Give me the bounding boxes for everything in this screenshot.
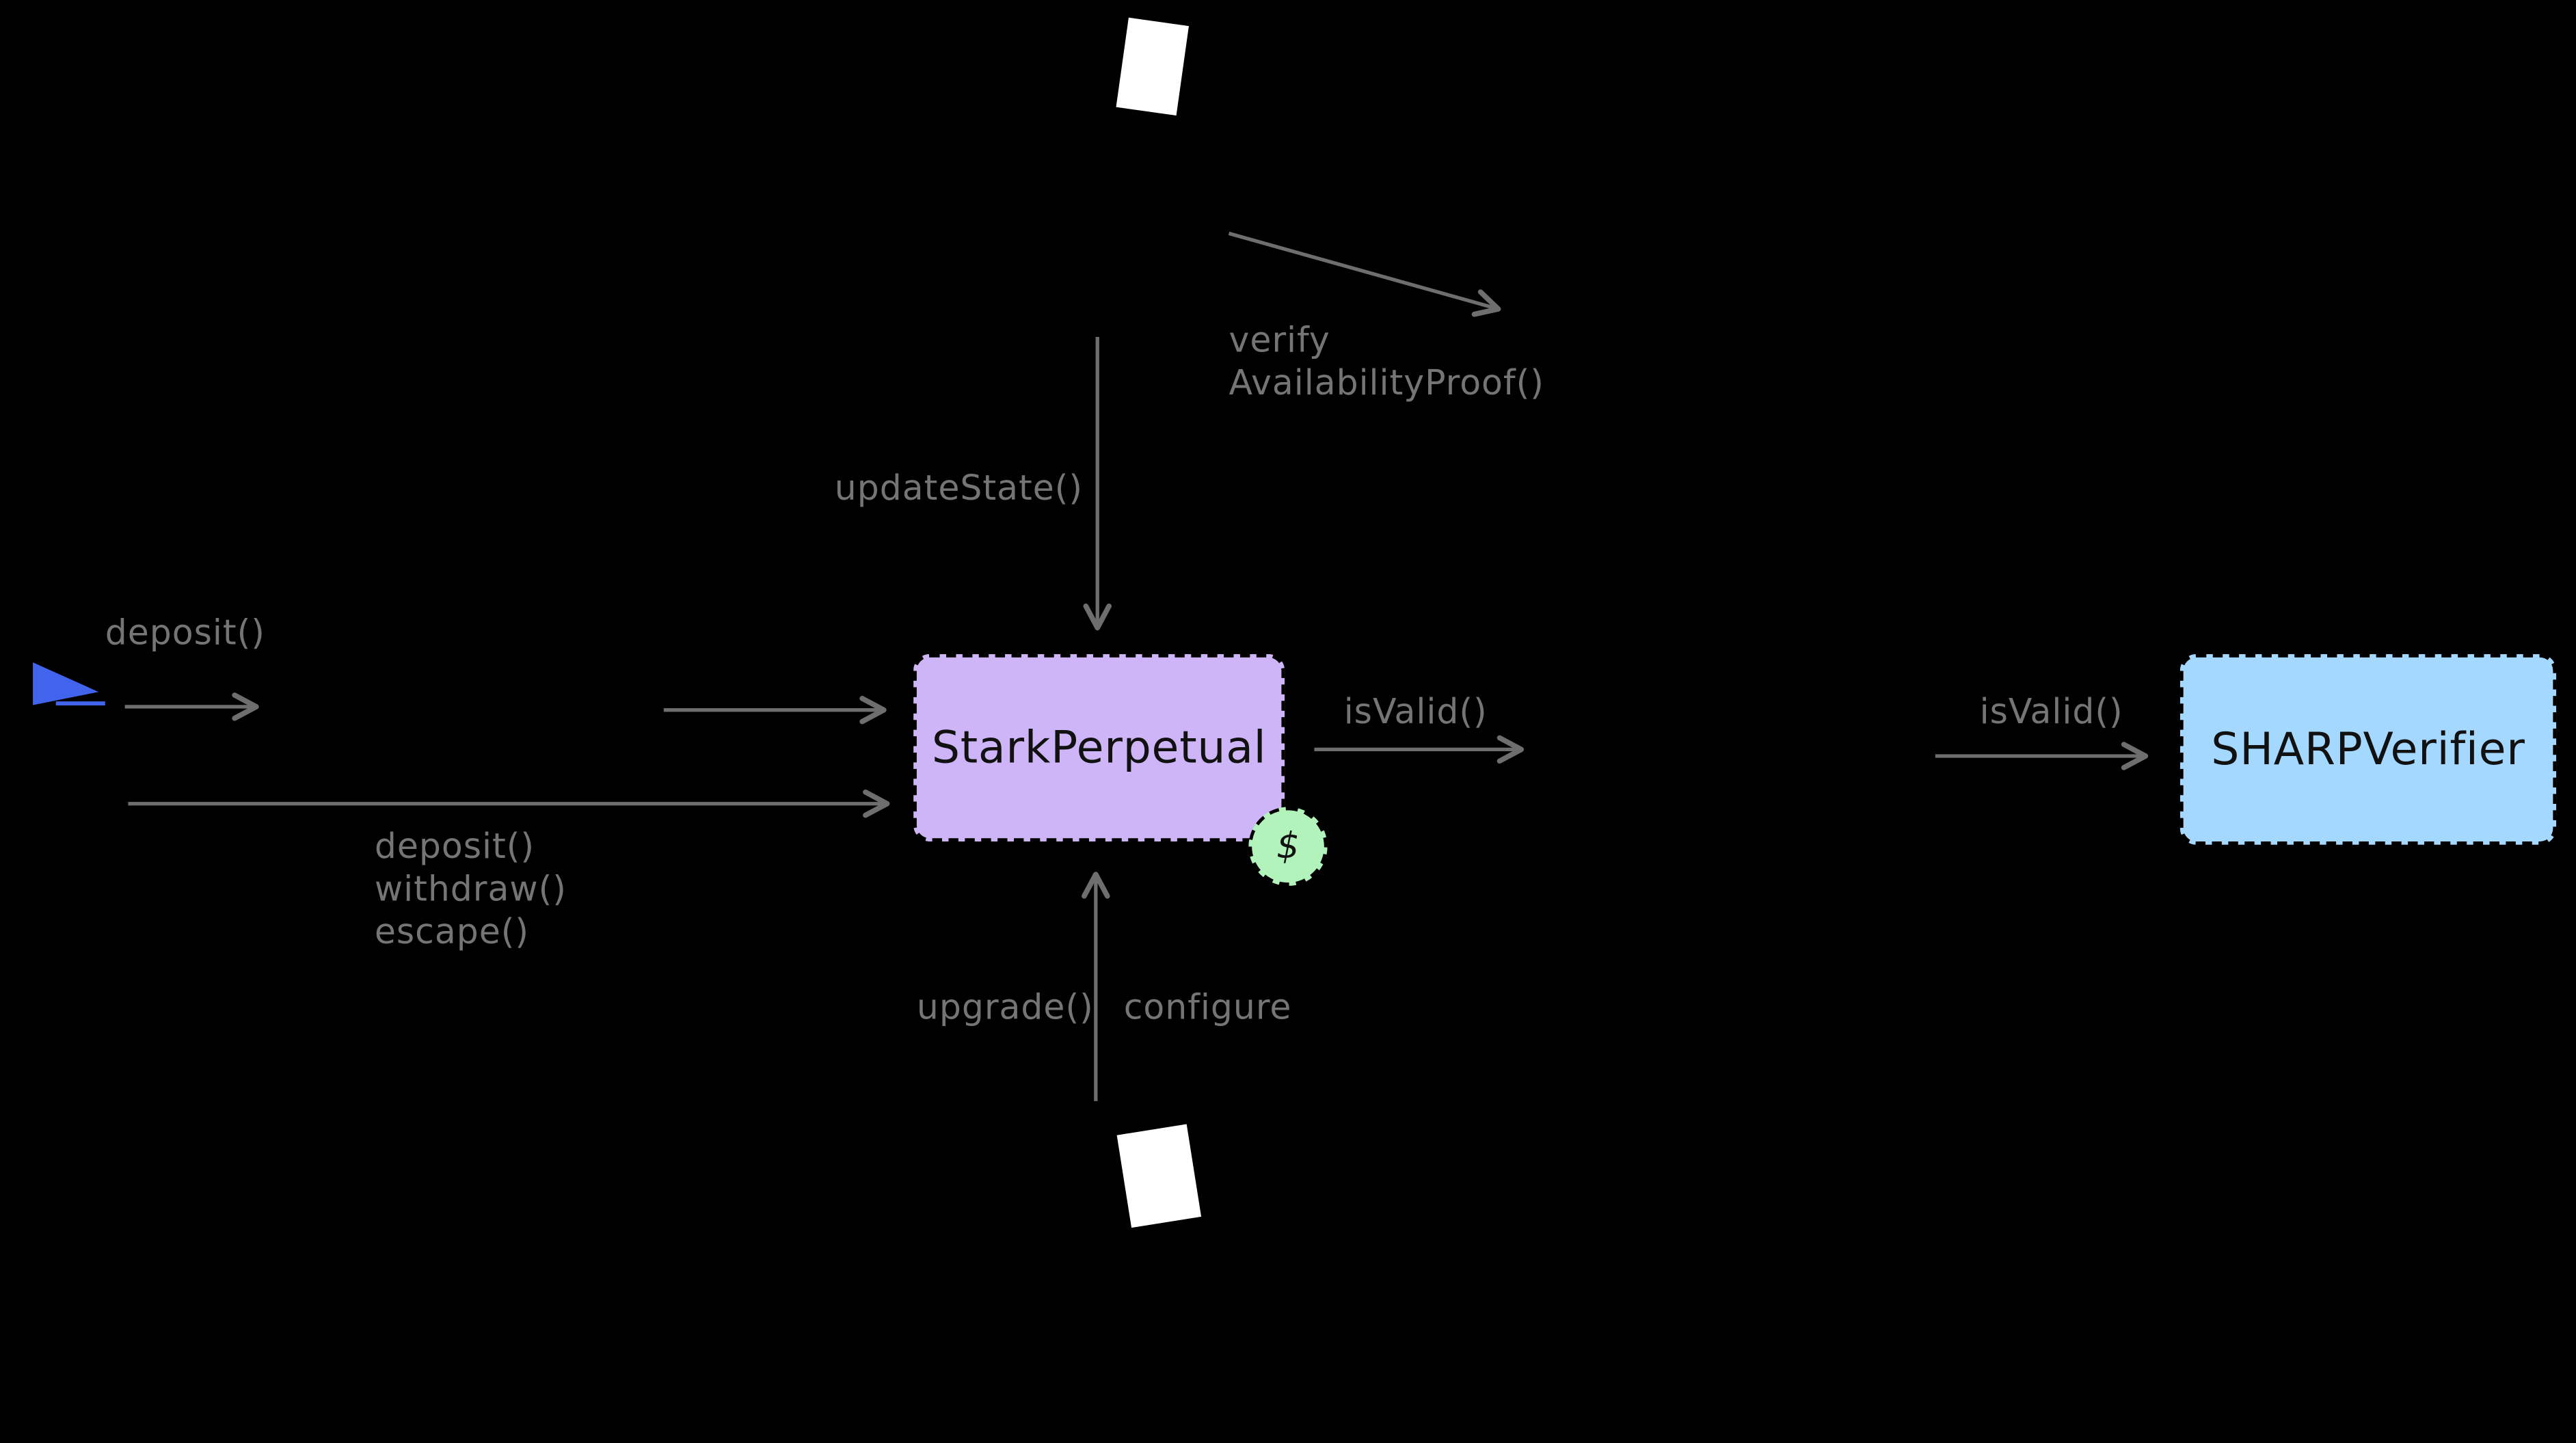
sharp-verifier-node: SHARPVerifier <box>2179 653 2557 845</box>
fee-badge-label: $ <box>1276 826 1300 867</box>
label-update-state: updateState() <box>834 468 1084 508</box>
stark-perpetual-node: StarkPerpetual <box>913 653 1285 842</box>
label-configure: configure <box>1123 988 1292 1027</box>
label-user-actions: deposit() withdraw() escape() <box>375 825 567 954</box>
label-verify-line1: verify <box>1229 320 1330 360</box>
stark-perpetual-label: StarkPerpetual <box>931 722 1267 774</box>
verify-availability-arrow <box>1228 231 1501 317</box>
document-icon-top <box>1116 17 1189 116</box>
label-isvalid-left: isValid() <box>1343 692 1488 731</box>
fee-badge: $ <box>1248 807 1328 886</box>
label-deposit-top: deposit() <box>105 612 265 653</box>
label-deposit: deposit() <box>374 826 535 867</box>
document-icon-bottom <box>1116 1124 1202 1228</box>
label-withdraw: withdraw() <box>374 869 567 909</box>
label-verify-availability: verify AvailabilityProof() <box>1229 319 1544 404</box>
label-verify-line2: AvailabilityProof() <box>1229 363 1544 403</box>
label-escape: escape() <box>374 912 530 952</box>
sharp-verifier-label: SHARPVerifier <box>2211 724 2525 775</box>
label-isvalid-right: isValid() <box>1979 692 2123 731</box>
cursor-triangle-icon <box>33 662 105 705</box>
label-upgrade: upgrade() <box>916 988 1094 1027</box>
